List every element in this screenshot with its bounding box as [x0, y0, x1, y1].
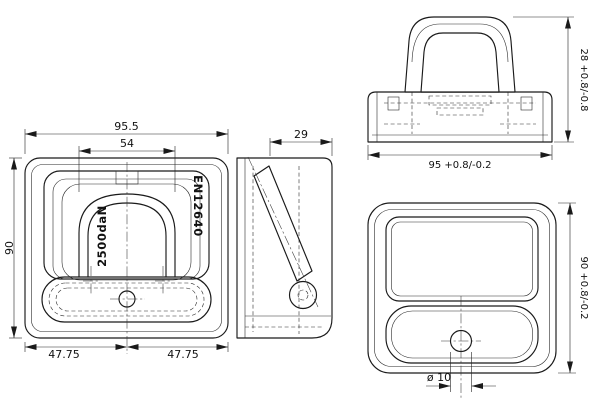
front-dimensions: 95.5 54 90 47.75 47.75	[3, 120, 229, 361]
handle-loop-opening	[420, 32, 500, 93]
rear-pocket-outline	[385, 305, 539, 364]
fixing-pad-right	[520, 96, 533, 111]
fixing-pad-left	[387, 96, 400, 111]
dim-depth-label: 29	[294, 128, 308, 141]
rear-view: ø 10 90 +0.8/-0.2	[367, 202, 589, 399]
grip-bar-outline	[41, 276, 212, 323]
bowl-edge	[61, 183, 192, 281]
rear-recess-inner-edge	[391, 221, 533, 297]
dim-half-left-label: 47.75	[48, 348, 80, 361]
lever-centerline	[247, 156, 319, 308]
dim-total-width-label: 95.5	[114, 120, 139, 133]
dim-top-width-label: 95 +0.8/-0.2	[428, 160, 491, 171]
grip-bar-hidden-edge	[48, 282, 205, 317]
marking-load-text: 2500daN	[95, 205, 109, 267]
top-dimensions: 28 +0.8/-0.8 95 +0.8/-0.2	[367, 16, 589, 171]
dim-top-height-label: 28 +0.8/-0.8	[578, 48, 589, 111]
handle-loop-contour	[411, 23, 509, 63]
stamp-hidden-outline-2	[436, 107, 484, 116]
rear-dimensions: ø 10 90 +0.8/-0.2	[426, 202, 589, 392]
stamp-hidden-outline	[428, 95, 492, 106]
rear-recess-outline	[385, 216, 539, 302]
side-view: 29	[236, 128, 333, 339]
recess-outline	[43, 170, 210, 280]
rear-inner-edge	[374, 209, 550, 367]
lever-pin-hidden	[297, 289, 309, 301]
plate-outline	[24, 157, 229, 339]
rear-outline	[367, 202, 557, 374]
grip-bar-hidden-edge-inner	[55, 287, 198, 312]
dim-half-right-label: 47.75	[167, 348, 199, 361]
marking-standard-text: EN12640	[191, 175, 205, 237]
dim-rear-height-label: 90 +0.8/-0.2	[578, 256, 589, 319]
dim-hole-diameter-label: ø 10	[427, 371, 451, 384]
rear-pocket-inner-edge	[391, 310, 533, 359]
front-view: EN12640 2500daN 95.5 54 90 47.75 47.75	[3, 120, 229, 361]
dim-handle-width-label: 54	[120, 137, 134, 150]
base-outline	[367, 91, 553, 143]
side-envelope-outline	[236, 157, 333, 339]
top-view: 28 +0.8/-0.8 95 +0.8/-0.2	[367, 16, 589, 171]
plate-inner-edge	[31, 164, 222, 332]
dim-height-label: 90	[3, 241, 16, 255]
lever-boss	[288, 280, 318, 310]
lever-outline	[253, 165, 313, 282]
side-dimensions: 29	[269, 128, 333, 156]
recess-inner-edge	[52, 178, 201, 280]
